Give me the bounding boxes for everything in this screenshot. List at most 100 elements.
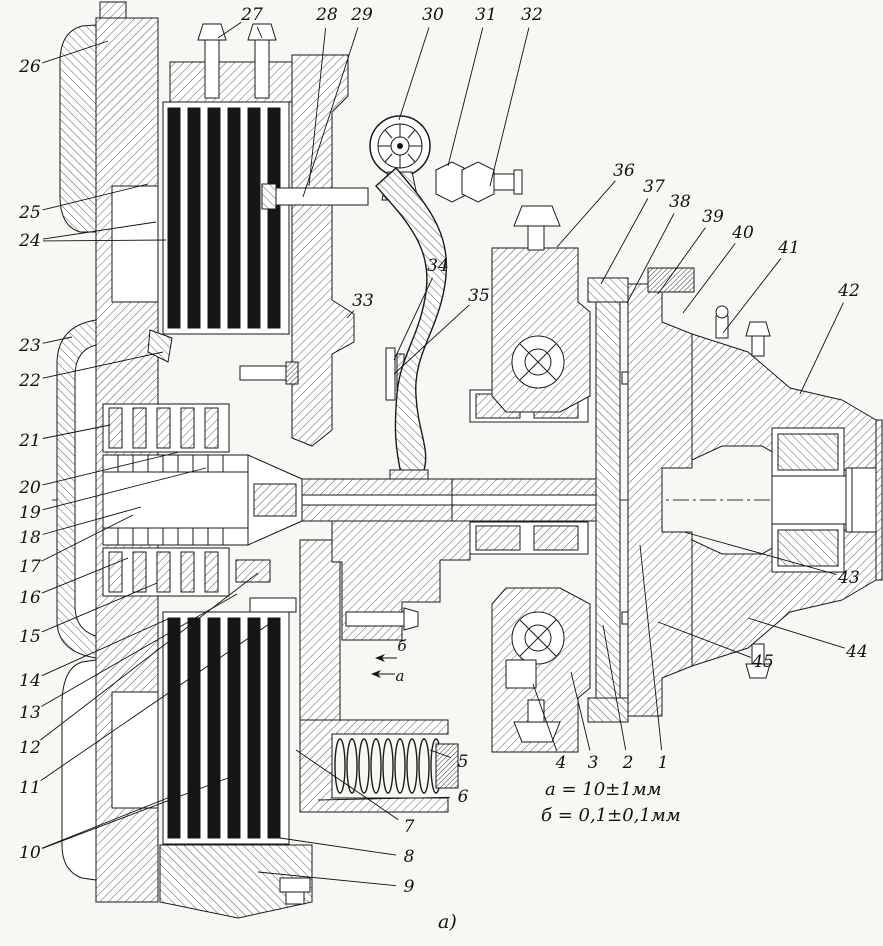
yoke-bearing	[777, 529, 839, 567]
leader-line-41	[722, 258, 782, 334]
hub-sleeve	[102, 454, 303, 613]
coil-section	[108, 407, 123, 449]
leader-line-6	[317, 796, 451, 801]
clutch-plate	[167, 617, 181, 839]
coil-section	[180, 551, 195, 593]
spring-retainer	[299, 719, 459, 813]
clutch-plate	[247, 107, 261, 329]
clutch-plate	[187, 107, 201, 329]
bolt-head	[197, 23, 227, 41]
leader-line-34	[393, 277, 433, 361]
retainer-cup	[299, 719, 449, 813]
intermediate-housing	[627, 267, 695, 717]
part-label-6: 6	[458, 787, 469, 807]
pivot-pin-head	[261, 183, 277, 210]
leader-line-23	[42, 336, 73, 344]
spring-coil	[406, 738, 418, 794]
part-label-27: 27	[240, 5, 263, 25]
leader-line-8	[279, 837, 397, 856]
bracket-body	[331, 520, 471, 641]
clutch-plate	[227, 617, 241, 839]
clutch-plate	[267, 107, 281, 329]
housing-body	[627, 283, 693, 717]
leader-line-20	[42, 451, 180, 486]
leader-line-33	[346, 310, 355, 319]
coil-section	[204, 407, 219, 449]
leader-line-21	[42, 424, 111, 439]
bolt-shaft	[527, 699, 545, 723]
disc-flange	[587, 697, 629, 723]
cover-bolts	[169, 23, 295, 103]
clutch-cover	[239, 54, 369, 721]
bolt-shaft	[254, 39, 270, 99]
leader-line-26	[42, 40, 109, 64]
bolt-shaft	[204, 39, 220, 99]
part-label-11: 11	[19, 778, 41, 798]
shaft-stub	[875, 419, 883, 581]
spring-coil	[370, 738, 382, 794]
shaft-end-cap	[845, 467, 877, 533]
leader-line-29	[302, 27, 359, 198]
part-label-18: 18	[19, 528, 41, 548]
leader-line-16	[41, 557, 129, 594]
leader-line-19	[42, 467, 207, 511]
leader-line-45	[657, 621, 752, 658]
pan-body	[159, 844, 313, 919]
bearing-cross	[519, 619, 557, 657]
hex-nut	[505, 659, 537, 689]
bearing-unit-upper	[491, 205, 591, 413]
part-label-28: 28	[315, 5, 338, 25]
spring-coil	[334, 738, 346, 794]
bearing-unit-lower	[491, 587, 591, 753]
bearing-block	[533, 525, 579, 551]
leader-line-10	[42, 777, 229, 849]
part-label-26: 26	[18, 57, 41, 77]
housing-lower-left	[61, 659, 97, 881]
bearing-block	[475, 525, 521, 551]
part-label-22: 22	[18, 371, 41, 391]
part-label-37: 37	[643, 177, 665, 197]
part-label-21: 21	[18, 431, 41, 451]
spring-coil	[418, 738, 430, 794]
support-bracket	[331, 520, 471, 641]
dimension-label-а: а	[396, 667, 405, 685]
part-label-10: 10	[19, 843, 41, 863]
hex-nut	[461, 161, 495, 203]
leader-line-4	[532, 683, 558, 751]
leader-line-1	[639, 544, 663, 751]
leader-line-15	[41, 582, 158, 633]
clutch-plate	[167, 107, 181, 329]
bolt-head	[513, 721, 561, 743]
spring-bolt-head	[435, 743, 459, 789]
housing-flange-recess	[74, 344, 97, 637]
leader-line-13	[41, 593, 238, 707]
cover-body	[291, 54, 355, 447]
roller-axle	[397, 143, 403, 149]
part-label-42: 42	[837, 281, 860, 301]
leader-line-12	[40, 572, 259, 741]
damper-spring-lower	[102, 547, 230, 597]
stud	[493, 173, 515, 191]
stud-nut	[403, 607, 419, 631]
bolt-head	[513, 205, 561, 227]
part-label-12: 12	[19, 738, 41, 758]
leader-line-35	[393, 304, 470, 375]
bearing-cross	[519, 343, 557, 381]
output-yoke	[691, 305, 883, 679]
part-label-40: 40	[731, 223, 754, 243]
yoke-bolt	[751, 335, 765, 357]
spring-coil	[394, 738, 406, 794]
leader-line-38	[626, 213, 675, 304]
leader-line-5	[429, 749, 451, 759]
pan-bolt	[279, 877, 311, 893]
part-label-44: 44	[845, 642, 868, 662]
figure-label: а)	[438, 911, 457, 933]
leader-line-9	[257, 871, 397, 887]
yoke-bolt-head	[745, 663, 771, 679]
bottom-pan	[159, 844, 313, 919]
part-label-33: 33	[352, 291, 374, 311]
leader-line-14	[41, 617, 171, 677]
coil-section	[156, 551, 171, 593]
coil-section	[108, 551, 123, 593]
clutch-plate	[227, 107, 241, 329]
